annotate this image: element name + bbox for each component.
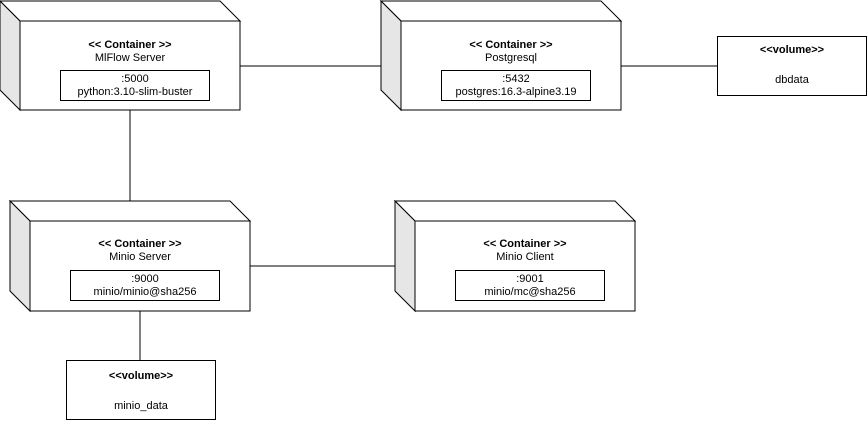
mlflow-port-box: :5000 python:3.10-slim-buster <box>60 70 210 101</box>
mlflow-port: :5000 <box>121 73 149 85</box>
minio-client-label: << Container >> Minio Client <box>415 238 635 264</box>
minio-client-port: :9001 <box>516 273 544 285</box>
postgres-image: postgres:16.3-alpine3.19 <box>455 86 577 98</box>
volume-dbdata-name: dbdata <box>775 74 809 86</box>
postgres-name: Postgresql <box>485 52 537 64</box>
minio-server-stereotype: << Container >> <box>98 238 182 250</box>
volume-minio-data-stereotype: <<volume>> <box>108 370 174 382</box>
minio-server-image: minio/minio@sha256 <box>93 286 197 298</box>
postgres-port-box: :5432 postgres:16.3-alpine3.19 <box>441 70 591 101</box>
mlflow-stereotype: << Container >> <box>88 39 172 51</box>
minio-server-name: Minio Server <box>109 251 171 263</box>
mlflow-image: python:3.10-slim-buster <box>77 86 193 98</box>
volume-dbdata-stereotype: <<volume>> <box>759 44 825 56</box>
minio-server-label: << Container >> Minio Server <box>30 238 250 264</box>
minio-client-image: minio/mc@sha256 <box>484 286 576 298</box>
minio-server-port: :9000 <box>131 273 159 285</box>
minio-client-port-box: :9001 minio/mc@sha256 <box>455 270 605 301</box>
volume-dbdata: <<volume>> dbdata <box>717 36 867 96</box>
mlflow-label: << Container >> MlFlow Server <box>20 39 240 65</box>
postgres-label: << Container >> Postgresql <box>401 39 621 65</box>
minio-client-name: Minio Client <box>496 251 554 263</box>
volume-minio-data: <<volume>> minio_data <box>66 360 216 420</box>
volume-minio-data-name: minio_data <box>114 400 168 412</box>
minio-client-stereotype: << Container >> <box>483 238 567 250</box>
mlflow-name: MlFlow Server <box>94 52 166 64</box>
postgres-port: :5432 <box>502 73 530 85</box>
postgres-stereotype: << Container >> <box>469 39 553 51</box>
minio-server-port-box: :9000 minio/minio@sha256 <box>70 270 220 301</box>
